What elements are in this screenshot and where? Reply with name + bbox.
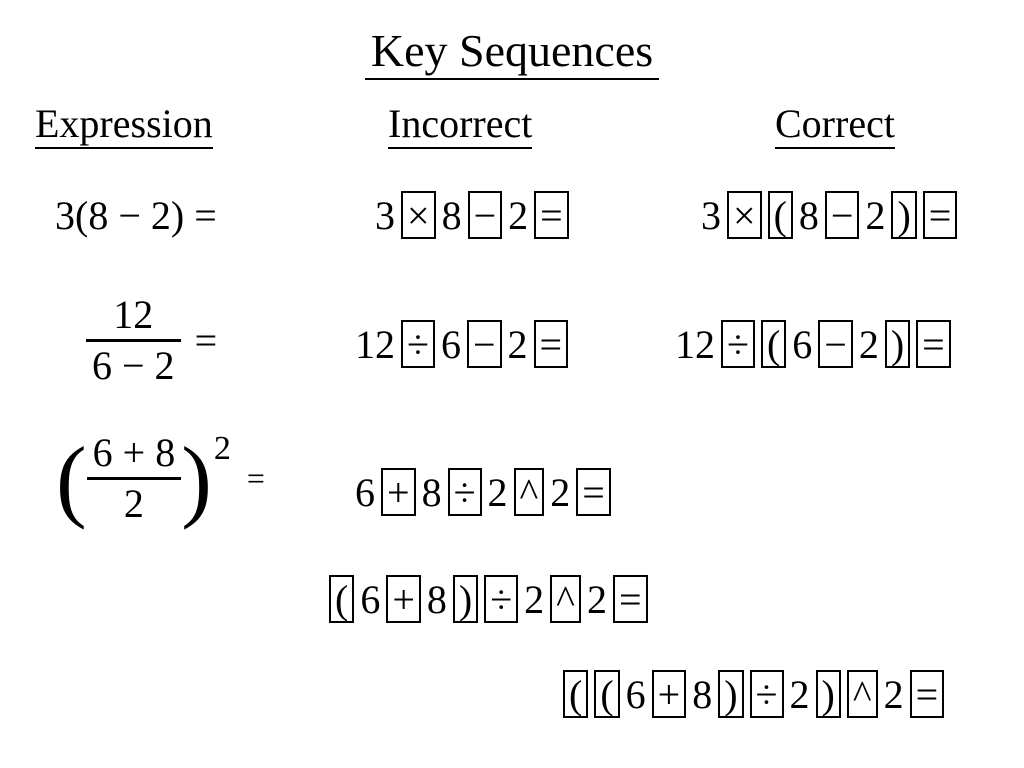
calculator-key-box: + xyxy=(651,670,687,718)
sequence-number: 6 xyxy=(440,321,461,367)
expression-row3: ( 6 + 8 2 ) 2 = xyxy=(56,430,265,527)
sequence-number: 3 xyxy=(375,192,395,238)
calculator-key-box: = xyxy=(576,468,611,516)
calculator-key-box: ^ xyxy=(513,468,545,516)
fraction-denominator: 6 − 2 xyxy=(92,343,175,388)
calculator-key-box: ( xyxy=(760,320,787,368)
fraction-numerator: 6 + 8 xyxy=(92,430,176,475)
calculator-key-box: + xyxy=(381,468,416,516)
expression-row1: 3(8 − 2) = xyxy=(55,193,217,238)
calculator-key-box: ( xyxy=(594,670,620,718)
fraction-bar xyxy=(86,339,181,342)
sequence-number: 2 xyxy=(524,576,545,622)
calculator-key-box: − xyxy=(818,320,853,368)
calculator-key-box: × xyxy=(401,191,436,239)
sequence-number: 2 xyxy=(586,576,607,622)
calculator-key-box: ÷ xyxy=(484,575,519,623)
sequence-number: 2 xyxy=(487,469,508,515)
calculator-key-box: − xyxy=(466,320,502,368)
calculator-key-box: ) xyxy=(884,320,911,368)
sequence-number: 8 xyxy=(421,469,442,515)
sequence-number: 6 xyxy=(792,321,813,367)
page-title: Key Sequences xyxy=(364,25,660,80)
sequence-number: 3 xyxy=(701,192,721,238)
column-header-expression: Expression xyxy=(35,102,213,149)
exponent: 2 xyxy=(213,430,231,467)
calculator-key-box: − xyxy=(467,191,503,239)
calculator-key-box: = xyxy=(916,320,951,368)
sequence-number: 12 xyxy=(675,321,715,367)
sequence-number: 12 xyxy=(355,321,395,367)
calculator-key-box: ( xyxy=(767,191,793,239)
fraction-bar xyxy=(86,477,182,480)
sequence-number: 6 xyxy=(360,576,381,622)
right-paren: ) xyxy=(181,427,212,530)
calculator-key-box: = xyxy=(612,575,648,623)
equals-sign: = xyxy=(246,460,265,496)
sequence-number: 2 xyxy=(550,469,571,515)
key-sequence-row3-incorrect-2: (6+8)÷2^2= xyxy=(326,575,651,623)
key-sequence-row1-correct: 3×(8−2)= xyxy=(698,191,960,239)
calculator-key-box: − xyxy=(824,191,860,239)
sequence-number: 8 xyxy=(692,671,713,717)
sequence-number: 2 xyxy=(789,671,810,717)
calculator-key-box: = xyxy=(909,670,945,718)
equals-sign: = xyxy=(194,318,218,363)
sequence-number: 2 xyxy=(865,192,886,238)
sequence-number: 2 xyxy=(508,192,529,238)
key-sequence-row2-correct: 12÷(6−2)= xyxy=(672,320,954,368)
left-paren: ( xyxy=(56,427,87,530)
calculator-key-box: ( xyxy=(563,670,589,718)
sequence-number: 8 xyxy=(798,192,819,238)
expression-row2: 12 6 − 2 = xyxy=(86,292,217,389)
calculator-key-box: ) xyxy=(891,191,917,239)
calculator-key-box: = xyxy=(534,191,569,239)
fraction-numerator: 12 xyxy=(113,292,154,337)
sequence-number: 8 xyxy=(441,192,462,238)
calculator-key-box: = xyxy=(922,191,958,239)
calculator-key-box: × xyxy=(727,191,762,239)
calculator-key-box: ( xyxy=(329,575,355,623)
calculator-key-box: ÷ xyxy=(721,320,755,368)
sequence-number: 2 xyxy=(883,671,904,717)
slide-header: Key Sequences xyxy=(0,25,1024,80)
column-header-correct: Correct xyxy=(775,102,895,149)
calculator-key-box: ) xyxy=(718,670,744,718)
calculator-key-box: ^ xyxy=(550,575,581,623)
sequence-number: 2 xyxy=(858,321,879,367)
key-sequence-row2-incorrect: 12÷6−2= xyxy=(352,320,571,368)
key-sequence-row3-incorrect: 6+8÷2^2= xyxy=(352,468,614,516)
calculator-key-box: ÷ xyxy=(749,670,784,718)
calculator-key-box: ÷ xyxy=(447,468,482,516)
calculator-key-box: ÷ xyxy=(401,320,435,368)
sequence-number: 6 xyxy=(625,671,646,717)
calculator-key-box: = xyxy=(533,320,569,368)
fraction-expression: 6 + 8 2 xyxy=(86,430,182,527)
column-header-incorrect: Incorrect xyxy=(388,102,533,149)
calculator-key-box: ^ xyxy=(846,670,878,718)
sequence-number: 6 xyxy=(355,469,375,515)
key-sequence-row1-incorrect: 3×8−2= xyxy=(372,191,572,239)
sequence-number: 8 xyxy=(426,576,447,622)
key-sequence-row3-correct: ((6+8)÷2)^2= xyxy=(560,670,947,718)
sequence-number: 2 xyxy=(507,321,528,367)
calculator-key-box: ) xyxy=(815,670,841,718)
calculator-key-box: + xyxy=(386,575,421,623)
fraction-denominator: 2 xyxy=(123,481,144,526)
fraction-expression: 12 6 − 2 xyxy=(86,292,181,389)
calculator-key-box: ) xyxy=(452,575,479,623)
